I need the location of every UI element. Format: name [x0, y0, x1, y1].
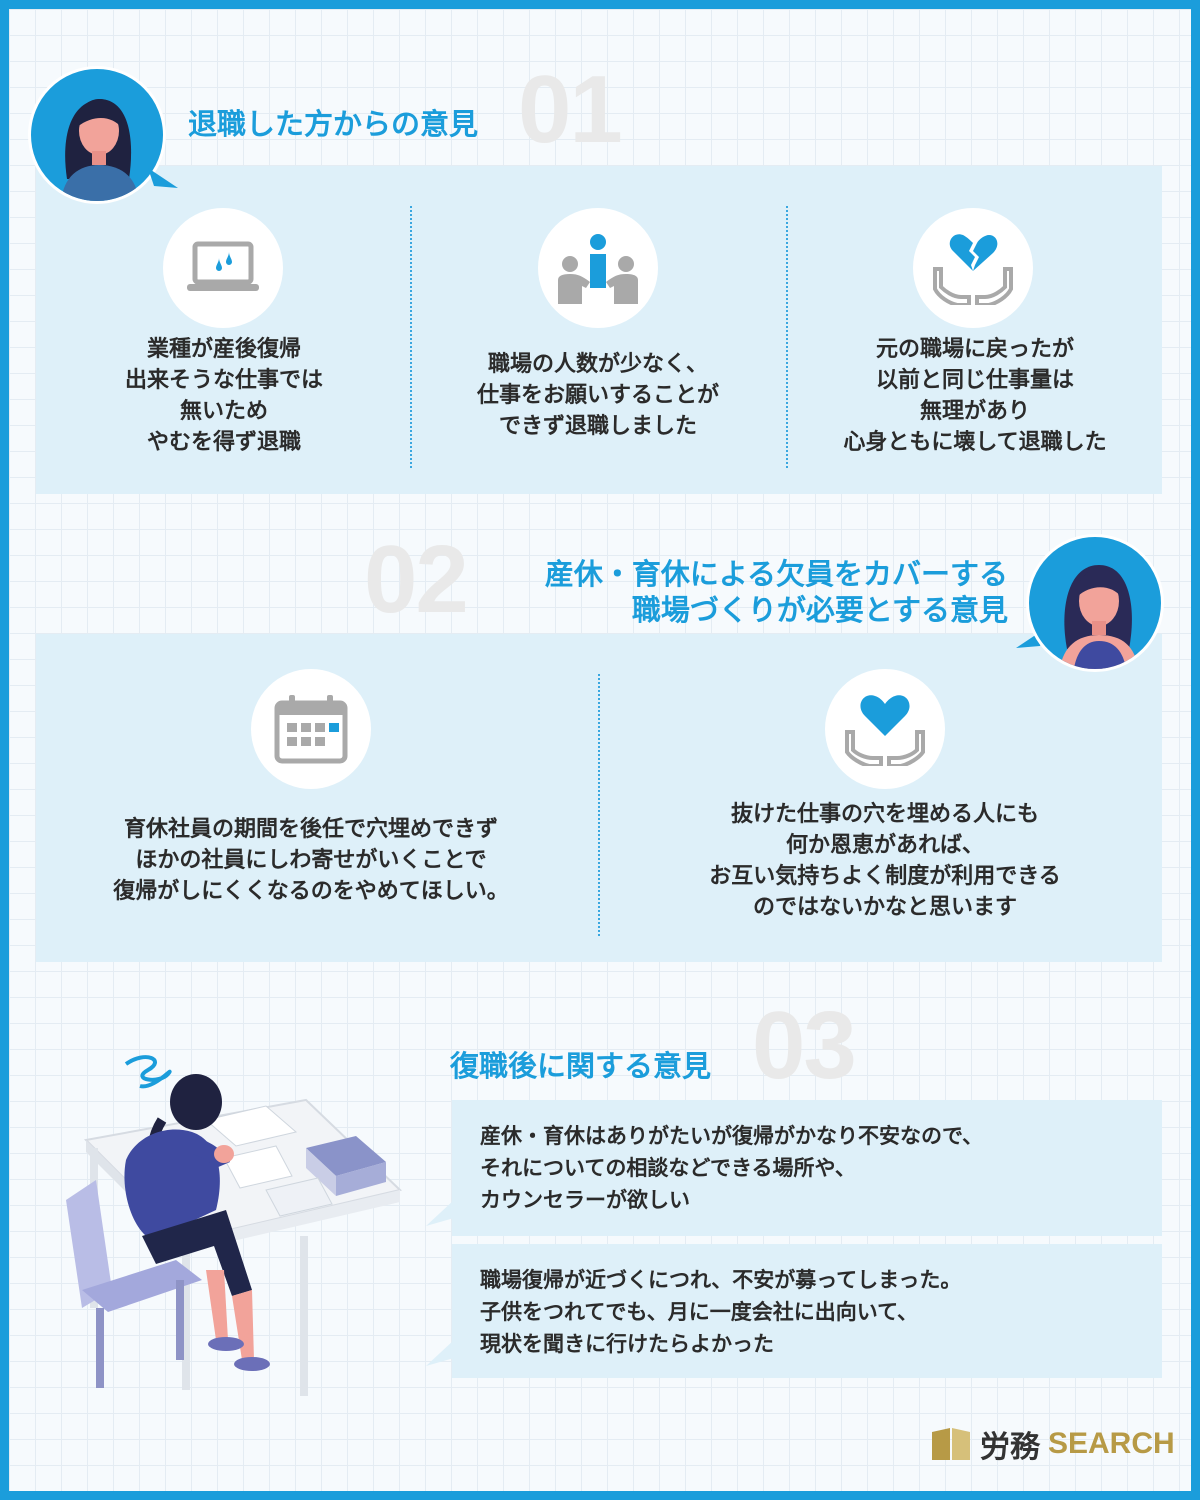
section3-title: 復職後に関する意見 [450, 1049, 712, 1083]
woman-avatar-icon [61, 99, 139, 201]
section2-divider [598, 674, 600, 936]
section2-item1-text: 育休社員の期間を後任で穴埋めできず ほかの社員にしわ寄せがいくことで 復帰がしに… [113, 817, 509, 904]
section1-item3-icon-circle [913, 208, 1033, 328]
heart-hands-icon [845, 695, 925, 766]
woman-avatar-icon [1059, 565, 1139, 669]
worried-woman-desk-illustration [66, 1055, 403, 1396]
people-meeting-icon [558, 234, 638, 304]
logo-jp-text: 労務 [980, 1430, 1040, 1465]
section3-number: 03 [752, 992, 857, 1099]
section1-item1-text: 業種が産後復帰 出来そうな仕事では 無いため やむを得ず退職 [124, 337, 323, 455]
book-logo-icon [932, 1428, 970, 1460]
section1-divider-2 [786, 206, 788, 468]
section1-avatar [28, 66, 166, 204]
section1-item2-icon-circle [538, 208, 658, 328]
section3-quote-2: 職場復帰が近づくにつれ、不安が募ってしまった。 子供をつれてでも、月に一度会社に… [452, 1244, 1162, 1378]
section1-title: 退職した方からの意見 [188, 107, 479, 141]
section2-avatar [1026, 534, 1164, 672]
section2-title: 産休・育休による欠員をカバーする 職場づくりが必要とする意見 [544, 557, 1008, 627]
section1-number: 01 [518, 56, 623, 163]
section2-item1-icon-circle [251, 669, 371, 789]
section3-quote-2-tail-icon [426, 1340, 454, 1366]
calendar-icon [274, 695, 348, 764]
section3-quote-1-tail-icon [426, 1200, 454, 1226]
section2-item2-icon-circle [825, 669, 945, 789]
section2-number: 02 [364, 526, 469, 633]
logo-en-text: SEARCH [1048, 1427, 1175, 1460]
section1-item1-icon-circle [163, 208, 283, 328]
section1-item2-text: 職場の人数が少なく、 仕事をお願いすることが できず退職しました [476, 352, 719, 439]
section3-quote-1: 産休・育休はありがたいが復帰がかなり不安なので、 それについての相談などできる場… [452, 1100, 1162, 1236]
laptop-drops-icon [187, 241, 259, 291]
section2-item2-text: 抜けた仕事の穴を埋める人にも 何か恩恵があれば、 お互い気持ちよく制度が利用でき… [709, 802, 1061, 920]
section1-avatar-tail-icon [148, 168, 178, 188]
section1-item3-text: 元の職場に戻ったが 以前と同じ仕事量は 無理があり 心身ともに壊して退職した [843, 337, 1107, 455]
broken-heart-hands-icon [933, 234, 1013, 305]
section1-divider-1 [410, 206, 412, 468]
